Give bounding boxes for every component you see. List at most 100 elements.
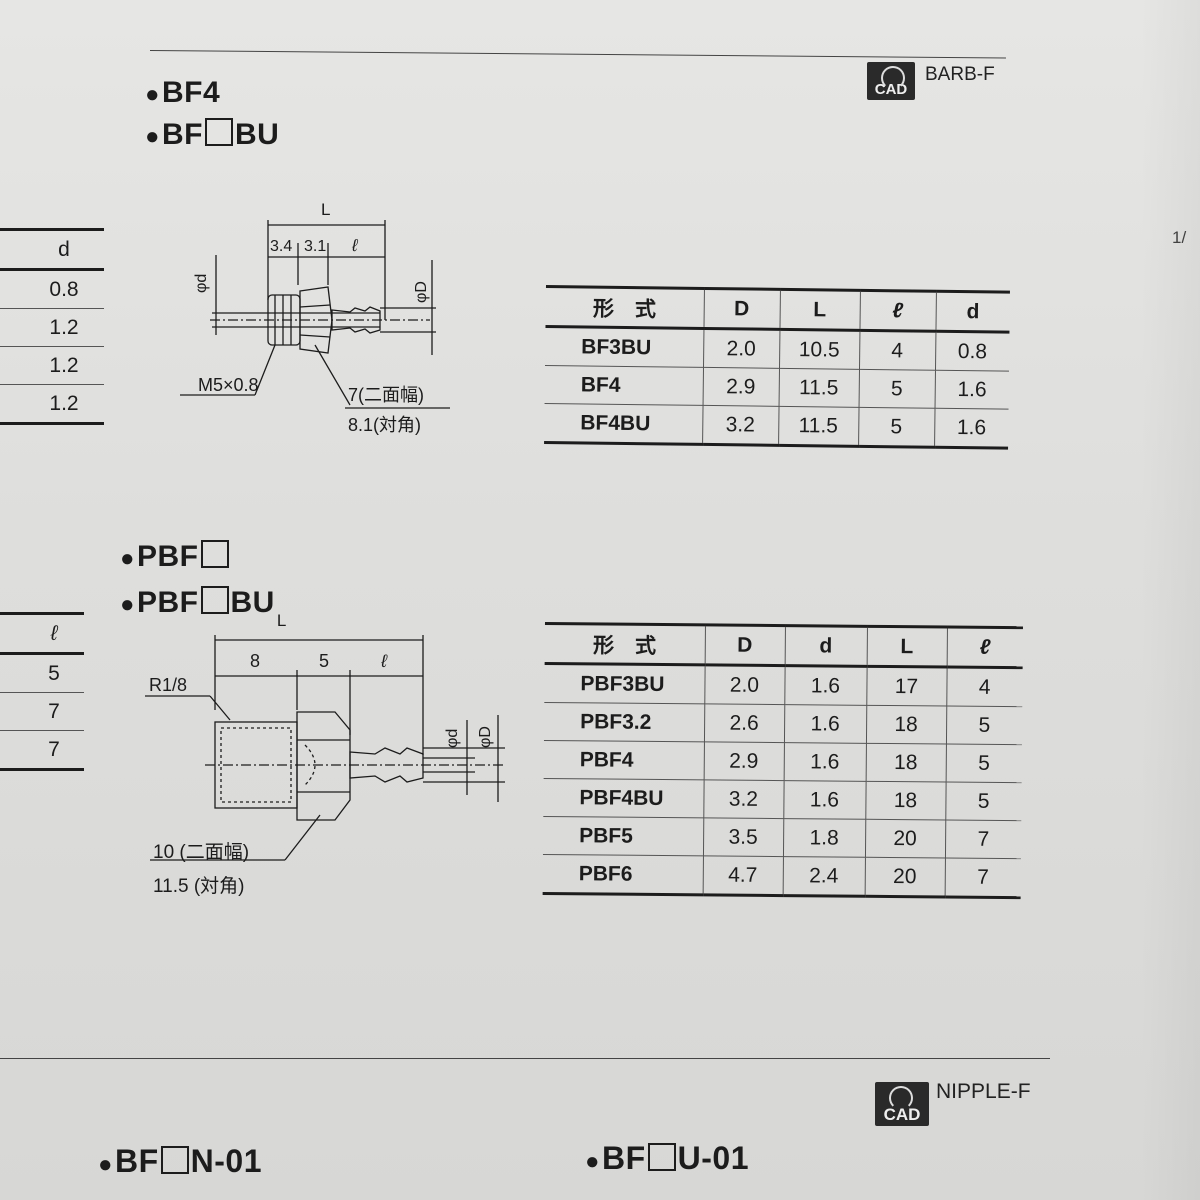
table-row: PBF4 2.9 1.6 18 5 [543, 740, 1022, 783]
left-table-d-cell: 1.2 [0, 384, 104, 425]
col-header-length: L [779, 289, 860, 331]
spec-table-bf: 形 式 D L ℓ d BF3BU 2.0 10.5 4 0.8 BF4 2.9… [544, 285, 1010, 450]
left-table-d-header: d [0, 228, 104, 271]
cell: 18 [865, 781, 946, 821]
dim-ell: ℓ [351, 236, 358, 255]
bottom-rule [0, 1058, 1050, 1059]
cell: 17 [866, 666, 947, 707]
model-placeholder-box [200, 540, 229, 568]
cell: 2.4 [782, 856, 865, 897]
heading-pbf: ●PBF [120, 540, 231, 574]
col-header-ell: ℓ [946, 627, 1023, 668]
model-placeholder-box [200, 586, 229, 614]
dim-5: 5 [319, 651, 329, 671]
dim-phi-d: φd [444, 729, 461, 748]
cell: 2.9 [703, 741, 784, 781]
cell-model: PBF4BU [543, 778, 704, 818]
hex-flat-dim: 10 (二面幅) [153, 841, 249, 863]
dim-phi-big-d: φD [477, 726, 494, 748]
cell: 2.0 [703, 328, 780, 369]
cell: 1.6 [784, 665, 867, 706]
dim-8: 8 [250, 651, 260, 671]
spec-table-header-row: 形 式 D d L ℓ [544, 623, 1023, 668]
cell: 2.0 [704, 664, 785, 705]
col-header-d-outer: D [704, 624, 785, 666]
cell-model: BF3BU [545, 326, 704, 368]
barb-fitting-drawing: L 3.4 3.1 ℓ φd φD M5×0.8 7(二面幅) 8.1(対角) [180, 200, 450, 435]
cell: 3.5 [702, 817, 784, 857]
cell-model: PBF4 [543, 740, 704, 780]
cell: 7 [944, 857, 1021, 898]
cell-model: BF4 [544, 365, 704, 406]
model-placeholder-box [160, 1146, 189, 1174]
col-header-d-outer: D [703, 288, 780, 330]
col-header-d-inner: d [784, 625, 867, 667]
cell: 3.2 [703, 779, 784, 819]
table-row: BF4BU 3.2 11.5 5 1.6 [544, 403, 1009, 449]
cell: 5 [945, 744, 1022, 783]
dim-phi-big-d: φD [413, 281, 430, 303]
cell: 20 [864, 819, 946, 858]
left-table-ell-cell: 7 [0, 730, 84, 771]
cell: 18 [865, 743, 946, 783]
cell: 2.9 [702, 367, 779, 407]
left-table-d-cell: 1.2 [0, 346, 104, 385]
spec-table-pbf: 形 式 D d L ℓ PBF3BU 2.0 1.6 17 4 PBF3.2 2… [542, 622, 1023, 899]
cell: 1.6 [934, 370, 1009, 410]
dim-l-total: L [321, 200, 330, 219]
cell: 1.6 [934, 408, 1009, 449]
top-rule [149, 50, 1006, 59]
table-row: PBF3BU 2.0 1.6 17 4 [544, 663, 1023, 707]
pbf-fitting-drawing: 8 5 ℓ R1/8 φd φD 10 (二面幅) 11.5 (対角) [145, 635, 505, 897]
left-table-ell-cell: 5 [0, 653, 84, 693]
cell: 20 [864, 857, 945, 897]
table-row: BF3BU 2.0 10.5 4 0.8 [545, 326, 1010, 372]
col-header-ell: ℓ [859, 290, 936, 332]
cell: 18 [865, 705, 947, 745]
col-header-length: L [866, 626, 947, 668]
cell: 11.5 [778, 406, 859, 447]
cell-model: PBF3BU [544, 663, 705, 704]
cell: 7 [944, 820, 1022, 859]
col-header-model: 形 式 [545, 286, 704, 329]
table-row: PBF5 3.5 1.8 20 7 [542, 816, 1022, 859]
table-row: BF4 2.9 11.5 5 1.6 [544, 365, 1009, 410]
dim-3-4: 3.4 [270, 238, 292, 255]
cell: 1.6 [783, 704, 867, 744]
cell: 4.7 [702, 855, 783, 896]
cad-badge-nipple: CAD [875, 1082, 929, 1126]
margin-mark: 1/ [1172, 228, 1186, 248]
cell: 5 [945, 706, 1023, 745]
left-table-ell-cell: 7 [0, 692, 84, 731]
cell: 3.2 [702, 405, 779, 446]
cell: 4 [858, 330, 936, 371]
col-header-model: 形 式 [544, 623, 705, 665]
model-placeholder-box [205, 118, 233, 146]
cell: 10.5 [778, 329, 860, 370]
cell: 5 [858, 407, 935, 448]
table-row: PBF6 4.7 2.4 20 7 [542, 854, 1021, 898]
hex-flat-dim: 7(二面幅) [348, 385, 424, 405]
dim-3-1: 3.1 [304, 238, 326, 255]
cell: 4 [946, 667, 1023, 707]
left-table-d: d 0.8 1.2 1.2 1.2 [0, 228, 104, 425]
table-row: PBF4BU 3.2 1.6 18 5 [543, 778, 1022, 821]
left-table-d-cell: 0.8 [0, 269, 104, 309]
cell: 5 [945, 782, 1022, 821]
thread-spec: R1/8 [149, 675, 187, 695]
cell: 1.8 [782, 818, 866, 858]
spec-table-header-row: 形 式 D L ℓ d [545, 286, 1010, 333]
cell: 2.6 [703, 703, 785, 743]
cell: 5 [858, 369, 935, 409]
left-table-ell-header: ℓ [0, 612, 84, 655]
left-table-d-cell: 1.2 [0, 308, 104, 347]
cad-label-barb: BARB-F [925, 64, 995, 85]
dim-ell: ℓ [380, 651, 388, 671]
model-placeholder-box [647, 1143, 676, 1171]
hex-corner-dim: 8.1(対角) [348, 415, 421, 435]
cell: 1.6 [783, 780, 866, 820]
